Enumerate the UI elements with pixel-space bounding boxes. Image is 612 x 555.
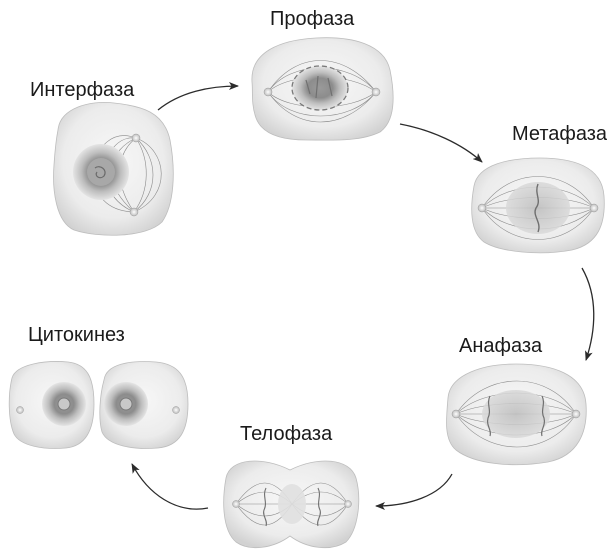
label-prophase: Профаза xyxy=(270,9,354,29)
cytokinesis-cells xyxy=(9,362,188,449)
anaphase-cell xyxy=(446,364,586,465)
prophase-cell xyxy=(252,38,393,140)
label-anaphase: Анафаза xyxy=(459,336,542,356)
telophase-cell xyxy=(224,461,359,548)
arrow-interphase-to-prophase xyxy=(158,86,238,110)
metaphase-cell xyxy=(472,158,605,253)
label-cytokinesis: Цитокинез xyxy=(28,325,125,345)
label-telophase: Телофаза xyxy=(240,424,332,444)
interphase-cell xyxy=(54,102,174,235)
arrow-telophase-to-cytokinesis xyxy=(132,464,208,509)
label-interphase: Интерфаза xyxy=(30,80,134,100)
arrow-metaphase-to-anaphase xyxy=(582,268,594,360)
label-metaphase: Метафаза xyxy=(512,124,607,144)
arrow-prophase-to-metaphase xyxy=(400,124,482,162)
arrow-anaphase-to-telophase xyxy=(376,474,452,506)
